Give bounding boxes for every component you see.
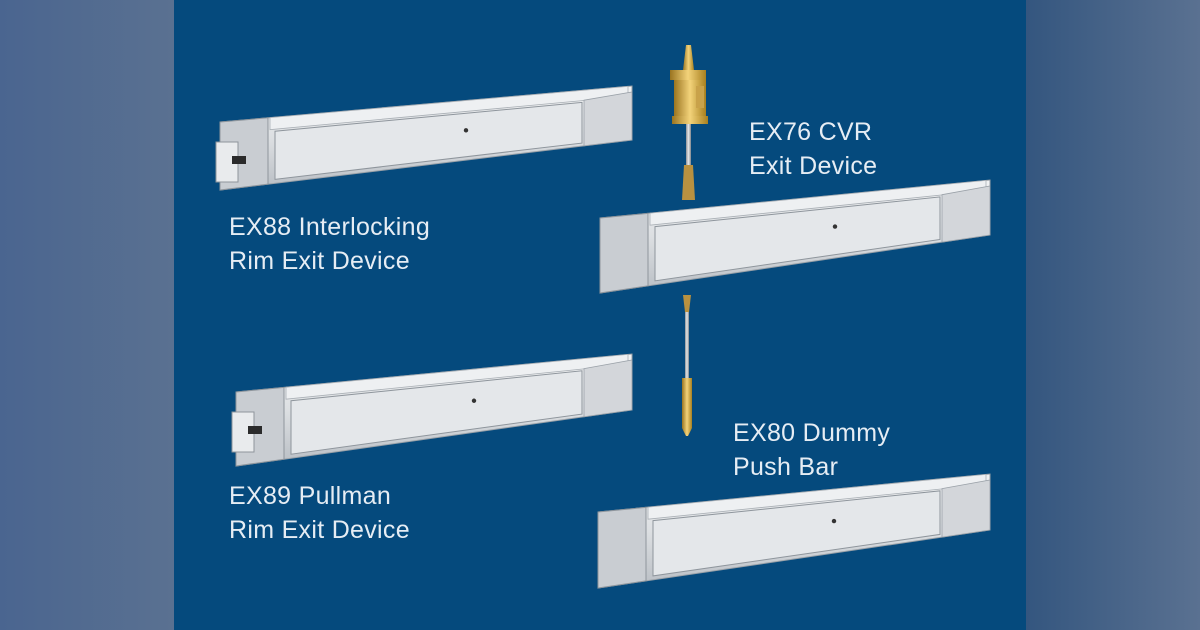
exit-device-ex89	[231, 353, 633, 467]
product-name: EX89 Pullman	[229, 482, 392, 510]
product-label-ex88: EX88 Interlocking Rim Exit Device	[229, 210, 430, 278]
product-type: Exit Device	[749, 152, 878, 180]
exit-device-ex76	[599, 179, 991, 294]
end-cap-right	[941, 479, 991, 538]
product-label-ex76: EX76 CVR Exit Device	[749, 115, 877, 183]
end-cap-right	[583, 359, 633, 418]
end-cap-right	[941, 185, 991, 243]
push-pad	[290, 370, 583, 455]
push-pad	[274, 101, 583, 180]
keyhole	[471, 398, 477, 403]
push-pad	[654, 196, 941, 282]
product-name: EX76 CVR	[749, 118, 873, 146]
left-background-strip	[0, 0, 174, 630]
end-cap-right	[583, 91, 633, 147]
keyhole	[832, 224, 838, 229]
vertical-rod-top	[670, 45, 708, 200]
product-type: Rim Exit Device	[229, 516, 410, 544]
exit-device-ex80	[597, 473, 991, 589]
latch-slot	[248, 426, 262, 434]
end-cap	[597, 506, 647, 589]
push-pad	[652, 490, 941, 577]
keyhole	[463, 128, 469, 133]
product-type: Rim Exit Device	[229, 247, 410, 275]
product-name: EX80 Dummy	[733, 419, 891, 447]
end-cap	[599, 212, 649, 294]
product-type: Push Bar	[733, 453, 839, 481]
exit-device-ex88	[215, 85, 633, 191]
product-name: EX88 Interlocking	[229, 213, 431, 241]
latch-slot	[232, 156, 246, 164]
product-label-ex89: EX89 Pullman Rim Exit Device	[229, 479, 410, 547]
vertical-rod-bottom	[682, 295, 692, 436]
right-background-strip	[1026, 0, 1200, 630]
keyhole	[831, 518, 837, 524]
product-label-ex80: EX80 Dummy Push Bar	[733, 416, 890, 484]
